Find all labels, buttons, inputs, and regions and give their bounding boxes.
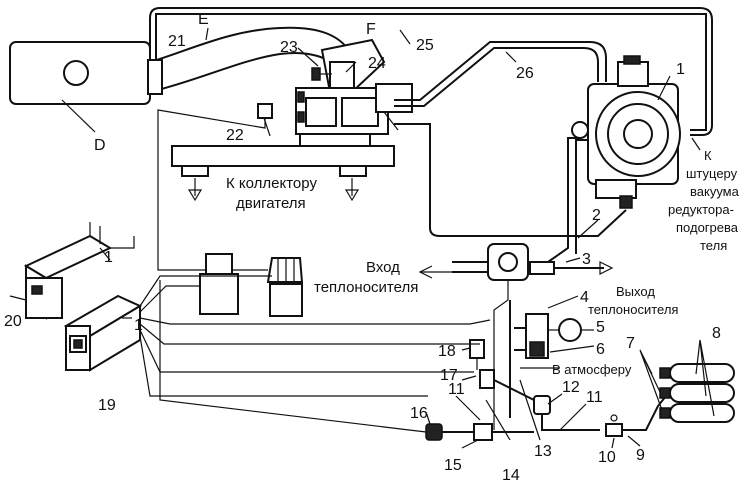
reducer-note-line5: подогрева <box>676 220 739 235</box>
label-26: 26 <box>516 65 534 82</box>
label-1-unit20: 1 <box>104 249 113 266</box>
label-3: 3 <box>582 251 591 268</box>
label-6: 6 <box>596 341 605 358</box>
collector-label-line1: К коллектору <box>226 175 317 192</box>
ignition-coil-right <box>266 257 304 317</box>
intake-manifold <box>171 134 395 202</box>
label-8: 8 <box>712 325 721 342</box>
label-17: 17 <box>440 367 458 384</box>
sensor-22 <box>157 103 273 271</box>
label-13: 13 <box>534 443 552 460</box>
label-23: 23 <box>280 39 298 56</box>
outlet-label-line2: теплоносителя <box>588 302 678 317</box>
label-12: 12 <box>562 379 580 396</box>
callout-labels: 1 2 3 4 5 6 7 8 9 10 11 11 12 13 14 15 1… <box>4 11 721 484</box>
label-d: D <box>94 137 106 154</box>
label-4: 4 <box>580 289 589 306</box>
reducer-note-line2: штуцеру <box>686 166 738 181</box>
label-e: E <box>198 11 209 28</box>
valve-16 <box>159 280 443 441</box>
label-1-top: 1 <box>676 61 685 78</box>
label-20: 20 <box>4 313 22 330</box>
air-filter-housing <box>9 41 151 133</box>
annotation-texts: К коллектору двигателя Вход теплоносител… <box>226 148 740 377</box>
solenoid-valve-3 <box>418 243 614 430</box>
label-19: 19 <box>98 397 116 414</box>
wiring-harness <box>139 275 491 397</box>
label-10: 10 <box>598 449 616 466</box>
label-14: 14 <box>502 467 520 484</box>
label-11-left: 11 <box>448 381 465 398</box>
label-16: 16 <box>410 405 428 422</box>
valve-12 <box>533 395 600 431</box>
gas-cylinders <box>659 363 735 423</box>
reducer-note-line1: К <box>704 148 712 163</box>
gas-filter-valve <box>509 300 582 418</box>
reducer-vaporizer <box>571 55 681 209</box>
reducer-note-line3: вакуума <box>690 184 740 199</box>
label-5: 5 <box>596 319 605 336</box>
label-21: 21 <box>168 33 186 50</box>
label-9: 9 <box>636 447 645 464</box>
throttle-body <box>295 83 413 135</box>
atmosphere-label: В атмосферу <box>552 362 632 377</box>
reducer-note-line4: редуктора- <box>668 202 734 217</box>
valve-17 <box>479 369 535 401</box>
label-22: 22 <box>226 127 244 144</box>
label-15: 15 <box>444 457 462 474</box>
label-25: 25 <box>416 37 434 54</box>
tee-15 <box>440 423 534 441</box>
outlet-label-line1: Выход <box>616 284 655 299</box>
label-18: 18 <box>438 343 456 360</box>
vacuum-hose-25 <box>149 7 713 136</box>
collector-label-line2: двигателя <box>236 195 306 212</box>
label-1-unit19: 1 <box>134 317 143 334</box>
label-2: 2 <box>592 207 601 224</box>
gas-pipe-26 <box>394 41 607 107</box>
label-7: 7 <box>626 335 635 352</box>
label-11-right: 11 <box>586 389 603 406</box>
inlet-label-line2: теплоносителя <box>314 279 418 296</box>
control-unit-20 <box>9 222 135 320</box>
valve-10 <box>605 395 667 437</box>
leader-lines <box>99 27 715 449</box>
reducer-note-line6: теля <box>700 238 727 253</box>
ignition-coil-left <box>199 253 239 315</box>
label-24: 24 <box>368 55 386 72</box>
inlet-label-line1: Вход <box>366 259 400 276</box>
control-unit-19 <box>63 294 143 372</box>
label-f: F <box>366 21 376 38</box>
coolant-pipe-2 <box>394 123 627 263</box>
